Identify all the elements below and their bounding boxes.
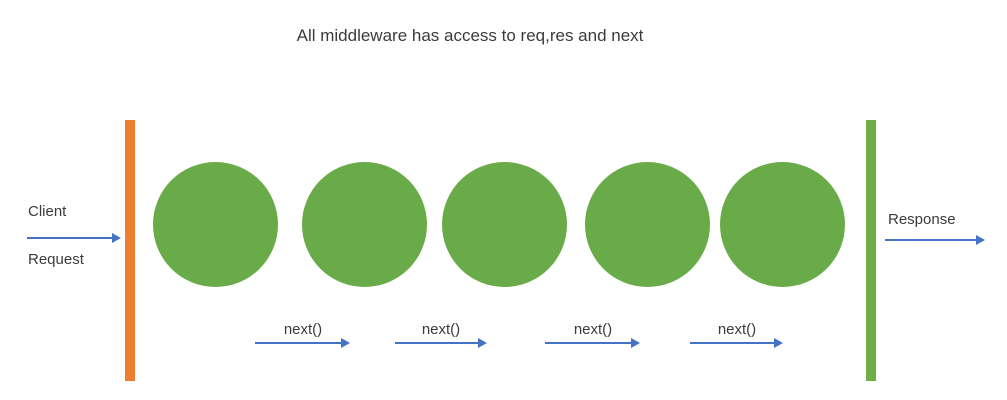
request-arrow-icon [27, 233, 121, 243]
request-pipeline-bar [125, 120, 135, 381]
middleware-circle-1 [153, 162, 278, 287]
response-label: Response [888, 211, 956, 228]
next-call-label-4: next() [717, 321, 757, 338]
next-arrow-icon-2 [395, 338, 487, 348]
middleware-circle-2 [302, 162, 427, 287]
next-arrow-icon-1 [255, 338, 350, 348]
middleware-circle-3 [442, 162, 567, 287]
middleware-circle-4 [585, 162, 710, 287]
next-arrow-icon-3 [545, 338, 640, 348]
response-pipeline-bar [866, 120, 876, 381]
next-call-label-1: next() [283, 321, 323, 338]
next-call-label-2: next() [421, 321, 461, 338]
next-call-label-3: next() [573, 321, 613, 338]
next-arrow-icon-4 [690, 338, 783, 348]
middleware-circle-5 [720, 162, 845, 287]
diagram-title: All middleware has access to req,res and… [296, 26, 644, 45]
request-label: Request [28, 251, 84, 268]
response-arrow-icon [885, 235, 985, 245]
client-label: Client [28, 203, 67, 220]
